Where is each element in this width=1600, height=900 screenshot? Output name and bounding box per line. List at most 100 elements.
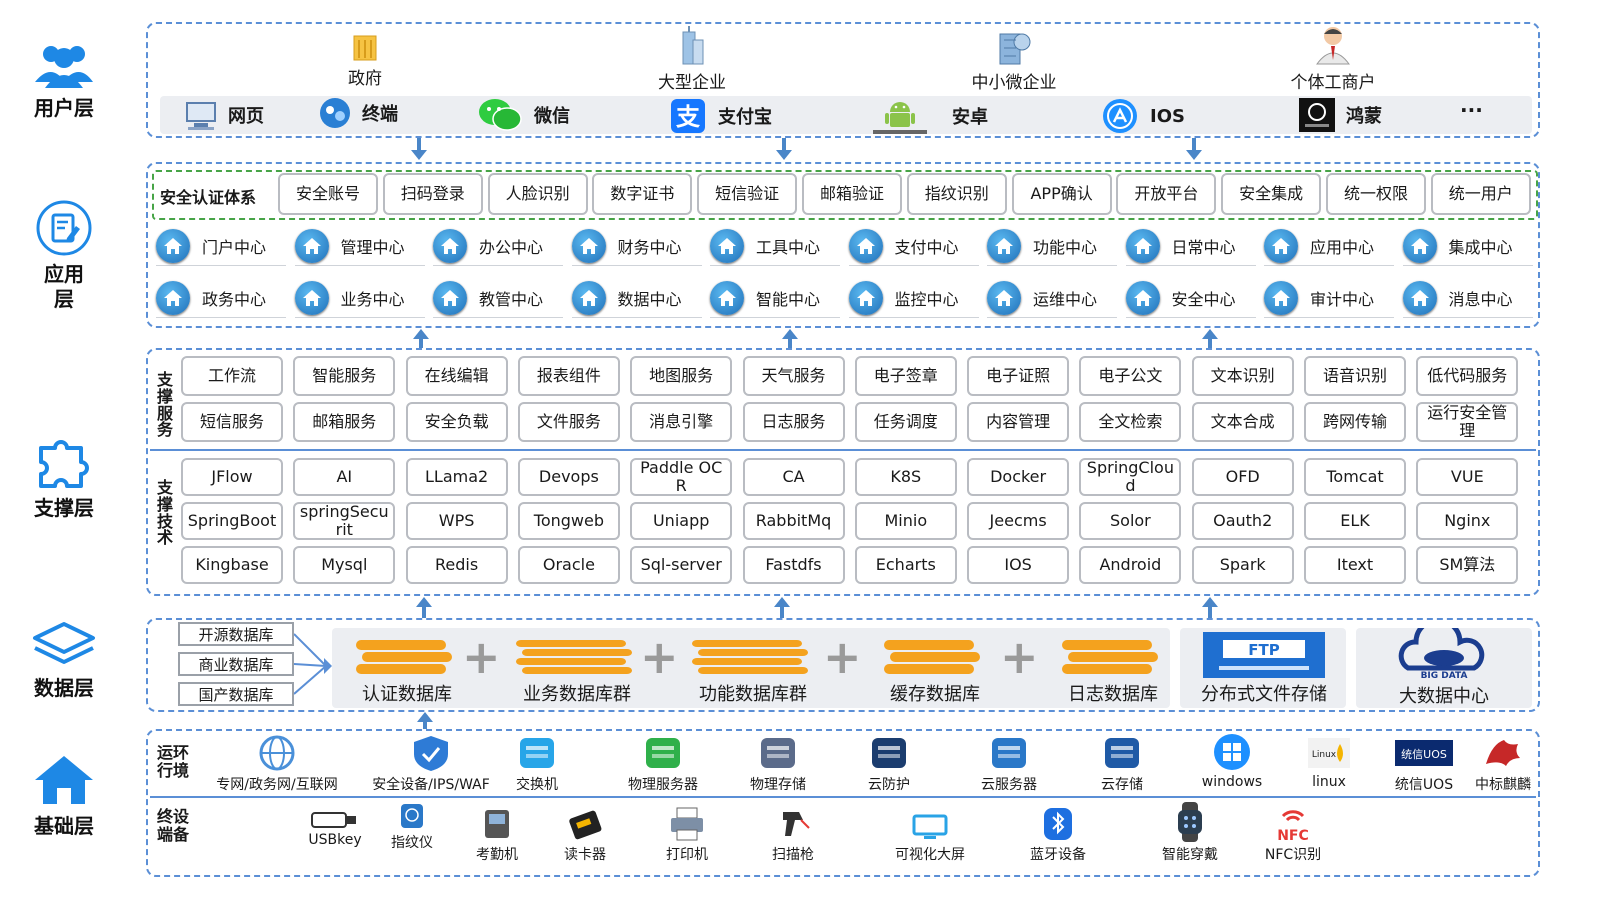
support-item: IOS [967, 546, 1070, 584]
support-item: Fastdfs [742, 546, 845, 584]
auth-item: 统一权限 [1326, 173, 1426, 215]
device-label: 读卡器 [564, 847, 606, 863]
device-label: 指纹仪 [391, 835, 433, 851]
center-label: 管理中心 [340, 237, 405, 257]
support-item: 日志服务 [742, 402, 845, 442]
db-type-connector [294, 633, 332, 695]
flow-arrow-head [774, 597, 790, 607]
app-center-item: 政务中心 [156, 278, 286, 318]
device-icon: NFC [1256, 802, 1330, 842]
center-label: 消息中心 [1448, 289, 1513, 309]
entity-label: 中小微企业 [971, 73, 1057, 93]
home-icon [294, 228, 329, 263]
env-item: 交换机 [506, 732, 568, 794]
terminal-app-icon [320, 98, 350, 128]
device-label: 扫描枪 [772, 847, 814, 863]
auth-item: 开放平台 [1116, 173, 1217, 215]
infra-layer-label: 基础层 [18, 752, 110, 839]
support-item: RabbitMq [742, 502, 845, 540]
auth-item: 短信验证 [697, 173, 798, 215]
channel-alipay: 支 支付宝 [668, 96, 772, 136]
center-label: 工具中心 [756, 237, 821, 257]
support-item: 在线编辑 [405, 356, 508, 396]
entity-large-enterprise: 大型企业 [642, 26, 742, 93]
env-icon [858, 732, 920, 772]
home-icon [1402, 280, 1437, 315]
home-icon [571, 228, 606, 263]
auth-item: 数字证书 [592, 173, 693, 215]
channel-label: 支付宝 [718, 107, 772, 128]
center-label: 监控中心 [894, 289, 959, 309]
database-item: 缓存数据库 [870, 636, 1000, 706]
support-item: 内容管理 [967, 402, 1070, 442]
businessman-icon [1316, 27, 1350, 65]
device-item: 可视化大屏 [880, 802, 980, 864]
device-label: 打印机 [666, 847, 708, 863]
channel-android: 安卓 [870, 96, 988, 136]
home-icon [848, 280, 883, 315]
support-item: 安全负载 [405, 402, 508, 442]
more-ellipsis: ··· [1460, 98, 1483, 122]
support-item: CA [742, 458, 845, 496]
channel-label: IOS [1150, 105, 1185, 127]
device-item: 考勤机 [468, 802, 526, 864]
flow-arrow-head [416, 597, 432, 607]
support-service-label: 支撑服务 [156, 370, 173, 440]
support-item: Echarts [854, 546, 957, 584]
channel-label: 鸿蒙 [1346, 106, 1382, 127]
center-label: 应用中心 [1310, 237, 1375, 257]
app-center-item: 办公中心 [433, 226, 563, 266]
ftp-label: FTP [1248, 641, 1279, 659]
database-stack-icon [356, 640, 452, 674]
device-label: 蓝牙设备 [1030, 847, 1086, 863]
center-label: 日常中心 [1171, 237, 1236, 257]
db-type-commercial: 商业数据库 [178, 652, 294, 676]
env-icon: 统信UOS [1386, 732, 1462, 772]
home-icon [433, 280, 467, 315]
env-item: 云防护 [858, 732, 920, 794]
env-label: 云存储 [1101, 777, 1143, 793]
device-icon [762, 802, 824, 842]
device-label: NFC识别 [1264, 847, 1322, 863]
channel-wechat: 微信 [476, 98, 570, 132]
support-item: 运行安全管理 [1416, 402, 1519, 442]
harmony-os-icon [1299, 98, 1335, 132]
database-stack-icon [1062, 640, 1158, 674]
env-item: 安全设备/IPS/WAF [358, 732, 504, 794]
database-label: 日志数据库 [1068, 684, 1158, 705]
env-label: 统信UOS [1394, 777, 1454, 793]
flow-arrow [422, 606, 426, 618]
support-item: Uniapp [630, 502, 733, 540]
app-center-item: 智能中心 [710, 278, 840, 318]
home-icon [710, 280, 744, 315]
channel-ios: IOS [1100, 96, 1185, 136]
device-icon [660, 802, 714, 842]
auth-item: 邮箱验证 [802, 173, 902, 215]
support-item: 任务调度 [854, 402, 957, 442]
support-item: 电子证照 [967, 356, 1070, 396]
wechat-icon [479, 99, 522, 131]
infra-divider [150, 796, 1536, 798]
support-item: 跨网传输 [1304, 402, 1406, 442]
home-icon [848, 228, 883, 263]
env-icon [1094, 732, 1150, 772]
app-center-item: 业务中心 [294, 278, 425, 318]
app-center-item: 监控中心 [848, 278, 979, 318]
database-item: 日志数据库 [1048, 636, 1178, 706]
support-item: Kingbase [181, 546, 283, 584]
env-label: 物理存储 [750, 777, 806, 793]
database-stack-icon [884, 640, 980, 674]
big-data-label: BIG DATA [1421, 671, 1468, 681]
env-label: 安全设备/IPS/WAF [372, 777, 490, 793]
support-item: Devops [517, 458, 620, 496]
support-item: 工作流 [181, 356, 283, 396]
env-item: 云服务器 [972, 732, 1046, 794]
support-item: Spark [1191, 546, 1294, 584]
home-icon [1402, 228, 1437, 263]
entity-label: 大型企业 [658, 73, 726, 93]
center-label: 办公中心 [479, 237, 544, 257]
env-item: windows [1196, 732, 1268, 790]
app-layer-label: 应用 层 [18, 200, 110, 312]
center-label: 支付中心 [894, 237, 959, 257]
